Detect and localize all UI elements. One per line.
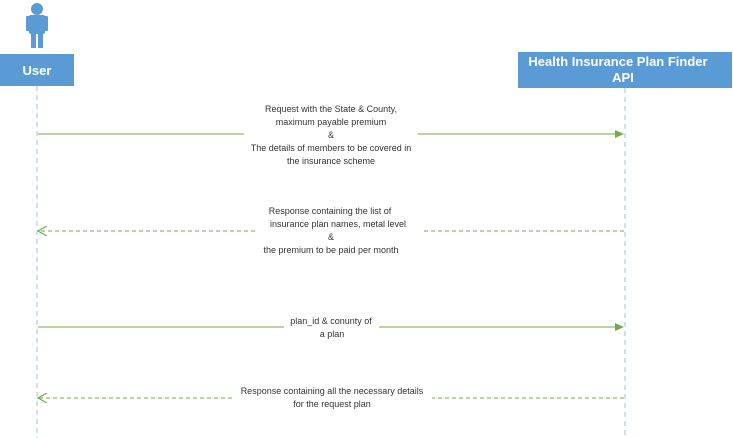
lifeline-api-label-line1: Health Insurance Plan Finder: [528, 54, 707, 69]
lifeline-user-box: [0, 54, 74, 86]
message-label-line: a plan: [320, 329, 345, 339]
lifeline-api-box: [518, 52, 732, 88]
lifeline-user-label: User: [23, 63, 52, 78]
message-label-line: the insurance scheme: [287, 156, 375, 166]
message-label-line: plan_id & conunty of: [290, 316, 372, 326]
message-label-line: The details of members to be covered in: [251, 143, 412, 153]
message-label-line: the premium to be paid per month: [263, 245, 398, 255]
message-label-line: Response containing all the necessary de…: [241, 386, 424, 396]
message-label-line: insurance plan names, metal level: [270, 219, 406, 229]
message-response-plan-details: Response containing all the necessary de…: [38, 386, 624, 409]
lifeline-api: Health Insurance Plan Finder API: [518, 52, 732, 438]
actor-icon: [26, 3, 48, 48]
message-response-plans: Response containing the list of insuranc…: [38, 206, 624, 255]
message-label-line: Request with the State & County,: [265, 104, 397, 114]
message-label-line: &: [328, 130, 334, 140]
message-label-line: maximum payable premium: [276, 117, 387, 127]
message-request-plan-details: plan_id & conunty of a plan: [38, 316, 624, 339]
message-label-line: Response containing the list of: [269, 206, 392, 216]
lifeline-api-label-line2: API: [612, 70, 634, 85]
message-label-line: for the request plan: [293, 399, 371, 409]
message-label-line: &: [328, 232, 334, 242]
message-request-plans: Request with the State & County, maximum…: [38, 104, 624, 166]
lifeline-user: User: [0, 3, 74, 438]
